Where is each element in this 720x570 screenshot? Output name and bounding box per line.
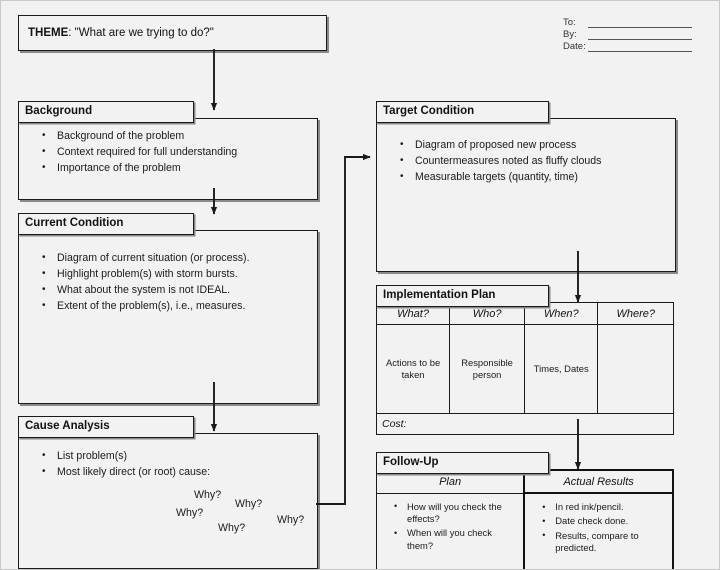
cause-analysis-body: List problem(s) Most likely direct (or r… (18, 433, 318, 569)
background-body: Background of the problem Context requir… (18, 118, 318, 200)
list-item: Diagram of proposed new process (400, 138, 675, 153)
to-row: To: (563, 17, 692, 28)
column-header-actual-results: Actual Results (523, 469, 674, 494)
by-row: By: (563, 29, 692, 40)
theme-label: THEME (28, 27, 69, 39)
cell-plan: How will you check the effects? When wil… (376, 492, 525, 569)
implementation-plan-header: Implementation Plan (376, 285, 549, 307)
list-item: Diagram of current situation (or process… (42, 251, 317, 266)
follow-up-table: Plan Actual Results How will you check t… (376, 469, 674, 569)
why-label-2: Why? (235, 498, 263, 510)
list-item: Most likely direct (or root) cause: (42, 465, 317, 480)
by-label: By: (563, 29, 577, 40)
cell-where[interactable] (597, 324, 674, 414)
date-label: Date: (563, 41, 586, 52)
list-item: Importance of the problem (42, 161, 317, 176)
cell-what[interactable]: Actions to be taken (375, 324, 451, 414)
target-condition-body: Diagram of proposed new process Counterm… (376, 118, 676, 272)
list-item: Measurable targets (quantity, time) (400, 170, 675, 185)
arrow-cause-to-target (316, 153, 371, 505)
why-label-5: Why? (218, 522, 246, 534)
to-label: To: (563, 17, 576, 28)
cost-label[interactable]: Cost: (376, 413, 674, 435)
plan-bullet-list: How will you check the effects? When wil… (377, 500, 519, 553)
table-row: Actions to be taken Responsible person T… (375, 324, 674, 414)
list-item: When will you check them? (394, 527, 517, 552)
list-item: In red ink/pencil. (542, 500, 666, 513)
list-item: Date check done. (542, 515, 666, 528)
cell-who[interactable]: Responsible person (449, 324, 526, 414)
date-row: Date: (563, 41, 692, 52)
implementation-plan-table: What? Who? When? Where? Actions to be ta… (375, 302, 674, 435)
cell-actual-results: In red ink/pencil. Date check done. Resu… (523, 492, 674, 569)
why-label-4: Why? (277, 514, 305, 526)
list-item: How will you check the effects? (394, 500, 517, 526)
column-header-plan: Plan (376, 469, 525, 494)
cause-analysis-bullet-list: List problem(s) Most likely direct (or r… (19, 449, 317, 480)
current-condition-bullet-list: Diagram of current situation (or process… (19, 251, 317, 314)
list-item: Highlight problem(s) with storm bursts. (42, 267, 317, 282)
cost-row: Cost: (376, 413, 674, 435)
background-bullet-list: Background of the problem Context requir… (19, 129, 317, 176)
target-condition-header: Target Condition (376, 101, 549, 123)
theme-box: THEME: "What are we trying to do?" (18, 15, 327, 51)
date-input[interactable] (588, 41, 692, 52)
results-bullet-list: In red ink/pencil. Date check done. Resu… (525, 500, 668, 555)
list-item: Background of the problem (42, 129, 317, 144)
cause-analysis-header: Cause Analysis (18, 416, 194, 438)
target-condition-bullet-list: Diagram of proposed new process Counterm… (377, 138, 675, 185)
table-row: How will you check the effects? When wil… (376, 492, 674, 569)
background-header: Background (18, 101, 194, 123)
why-label-1: Why? (194, 489, 222, 501)
current-condition-body: Diagram of current situation (or process… (18, 230, 318, 404)
list-item: Context required for full understanding (42, 145, 317, 160)
list-item: What about the system is not IDEAL. (42, 283, 317, 298)
current-condition-header: Current Condition (18, 213, 194, 235)
why-label-3: Why? (176, 507, 204, 519)
recipient-block: To: By: Date: (563, 17, 692, 53)
theme-question: : "What are we trying to do?" (68, 27, 214, 39)
to-input[interactable] (588, 17, 692, 28)
list-item: List problem(s) (42, 449, 317, 464)
list-item: Extent of the problem(s), i.e., measures… (42, 299, 317, 314)
list-item: Countermeasures noted as fluffy clouds (400, 154, 675, 169)
by-input[interactable] (588, 29, 692, 40)
follow-up-header: Follow-Up (376, 452, 549, 474)
table-header-row: Plan Actual Results (376, 469, 674, 494)
column-header-where: Where? (597, 302, 674, 325)
cell-when[interactable]: Times, Dates (524, 324, 599, 414)
list-item: Results, compare to predicted. (542, 529, 666, 555)
